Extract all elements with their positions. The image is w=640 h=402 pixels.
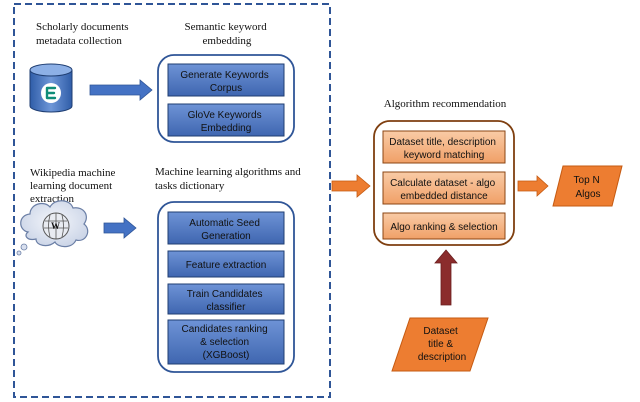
svg-text:Algo ranking & selection: Algo ranking & selection	[390, 222, 497, 233]
semantic-title-line-2: embedding	[203, 35, 252, 47]
rec-step-2-line-2: embedded distance	[400, 191, 488, 202]
ml-dictionary-title: Machine learning algorithms and tasks di…	[155, 166, 303, 192]
semantic-step-1-line-2: Corpus	[210, 83, 242, 94]
input-line-3: description	[418, 352, 466, 363]
semantic-step-generate-corpus: Generate Keywords Corpus	[167, 63, 285, 97]
svg-text:Feature extraction: Feature extraction	[186, 260, 267, 271]
rec-step-1-line-1: Dataset title, description	[389, 137, 496, 148]
rec-step-2-line-1: Calculate dataset - algo	[390, 178, 496, 189]
wikipedia-globe-icon: W	[16, 200, 89, 256]
recommendation-step-ranking: Algo ranking & selection	[382, 212, 506, 240]
wikipedia-title: Wikipedia machine learning document extr…	[30, 167, 118, 205]
svg-text:Dataset title & de: Dataset title & description	[418, 326, 466, 363]
scholarly-title-line-2: metadata collection	[36, 35, 122, 47]
output-line-2: Algos	[575, 189, 600, 200]
database-icon	[29, 63, 73, 113]
svg-text:Top N Algos: Top N Algos	[574, 175, 603, 200]
ml-step-1-line-2: Generation	[201, 231, 250, 242]
svg-text:Calculate dataset - algo: Calculate dataset - algo embedded distan…	[390, 178, 498, 202]
ml-step-1-line-1: Automatic Seed	[189, 218, 260, 229]
semantic-title-line-1: Semantic keyword	[185, 21, 268, 33]
output-top-n-algos: Top N Algos	[552, 165, 623, 207]
ml-step-seed-generation: Automatic Seed Generation	[167, 211, 285, 245]
recommendation-step-keyword-matching: Dataset title, description keyword match…	[382, 130, 506, 164]
left-panel-border	[13, 3, 331, 398]
semantic-step-glove-embedding: GloVe Keywords Embedding	[167, 103, 285, 137]
recommendation-title: Algorithm recommendation	[384, 98, 507, 110]
svg-text:Automatic Seed Generatio: Automatic Seed Generation	[189, 218, 262, 242]
ml-step-3-line-2: classifier	[207, 302, 247, 313]
arrow-wiki-to-ml	[103, 217, 137, 239]
wikipedia-title-line-1: Wikipedia machine	[30, 167, 116, 179]
scholarly-title: Scholarly documents metadata collection	[36, 21, 131, 47]
recommendation-step-embedded-distance: Calculate dataset - algo embedded distan…	[382, 171, 506, 205]
input-line-2: title &	[428, 339, 453, 350]
rec-step-1-line-2: keyword matching	[404, 150, 485, 161]
ml-dictionary-title-line-2: tasks dictionary	[155, 180, 225, 192]
svg-text:Candidates ranking & sel: Candidates ranking & selection (XGBoost)	[182, 324, 271, 361]
svg-text:GloVe Keywords Embedding: GloVe Keywords Embedding	[188, 110, 265, 134]
ml-step-4-line-1: Candidates ranking	[182, 324, 268, 335]
arrow-db-to-semantic	[89, 79, 153, 101]
semantic-step-1-line-1: Generate Keywords	[180, 70, 268, 81]
svg-text:Train Candidates classif: Train Candidates classifier	[187, 289, 266, 313]
arrow-panel-to-recommendation	[331, 174, 371, 198]
output-line-1: Top N	[574, 175, 600, 186]
ml-step-feature-extraction: Feature extraction	[167, 250, 285, 278]
wikipedia-title-line-2: learning document	[30, 180, 112, 192]
scholarly-title-line-1: Scholarly documents	[36, 21, 129, 33]
ml-step-2-line-1: Feature extraction	[186, 260, 267, 271]
ml-dictionary-title-line-1: Machine learning algorithms and	[155, 166, 301, 178]
arrow-recommendation-to-output	[517, 175, 549, 197]
semantic-title: Semantic keyword embedding	[185, 21, 270, 47]
ml-step-candidates-ranking: Candidates ranking & selection (XGBoost)	[167, 319, 285, 365]
svg-text:W: W	[51, 221, 60, 231]
semantic-step-2-line-2: Embedding	[201, 123, 252, 134]
svg-text:Generate Keywords Corpus: Generate Keywords Corpus	[180, 70, 271, 94]
ml-step-4-line-2: & selection	[200, 337, 249, 348]
ml-step-train-classifier: Train Candidates classifier	[167, 283, 285, 315]
rec-step-3-line-1: Algo ranking & selection	[390, 222, 497, 233]
arrow-input-to-recommendation	[434, 249, 458, 306]
semantic-step-2-line-1: GloVe Keywords	[188, 110, 262, 121]
svg-text:Dataset title, description: Dataset title, description keyword match…	[389, 137, 499, 161]
input-dataset-description: Dataset title & description	[391, 317, 489, 372]
input-line-1: Dataset	[423, 326, 458, 337]
ml-step-4-line-3: (XGBoost)	[203, 350, 250, 361]
ml-step-3-line-1: Train Candidates	[187, 289, 263, 300]
